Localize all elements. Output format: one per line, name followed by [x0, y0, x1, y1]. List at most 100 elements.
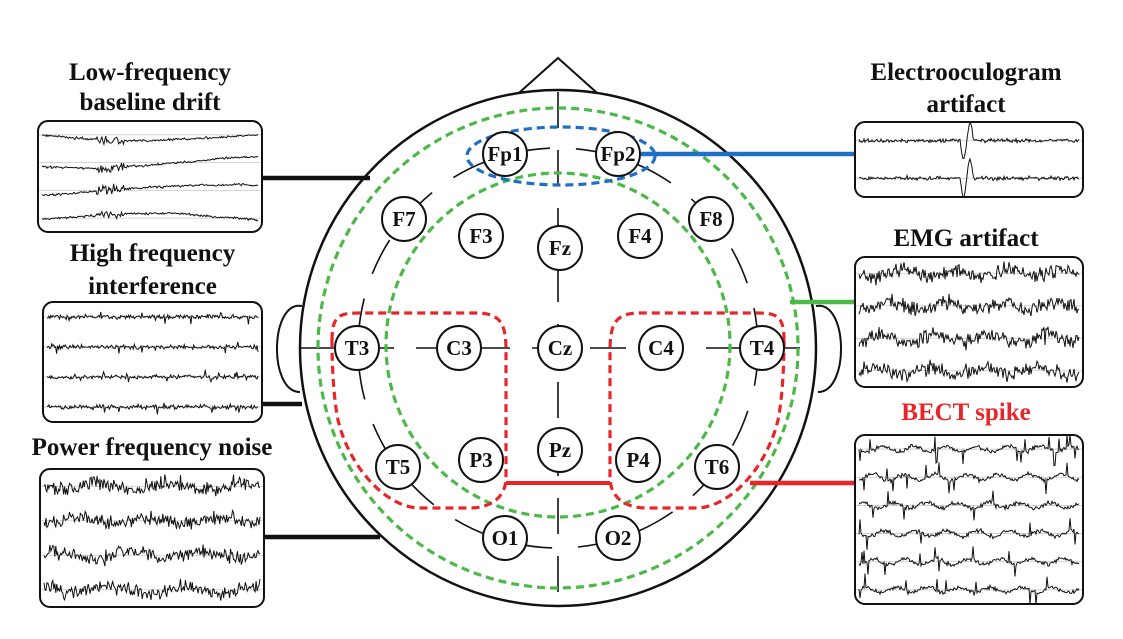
electrode-circle	[694, 444, 740, 490]
signal-trace	[858, 435, 1080, 467]
signal-trace	[46, 369, 259, 384]
electrode-f8: F8	[688, 196, 734, 242]
electrode-c4: C4	[638, 325, 684, 371]
electrode-label: F3	[469, 224, 492, 248]
signal-traces	[40, 474, 264, 602]
panel-title: EMG artifact	[893, 225, 1039, 252]
electrode-f3: F3	[458, 213, 504, 259]
electrode-circle	[482, 131, 528, 177]
electrode-label: F8	[699, 207, 722, 231]
panel-title: artifact	[926, 91, 1006, 118]
electrode-label: T6	[705, 455, 730, 479]
signal-trace	[858, 261, 1080, 286]
panel-frame	[37, 120, 263, 233]
signal-trace	[43, 578, 261, 602]
panel-title: Electrooculogram	[870, 59, 1061, 86]
signal-trace	[43, 509, 261, 531]
electrode-label: Pz	[549, 438, 571, 462]
panel-title: BECT spike	[901, 399, 1030, 426]
right-ear-shape	[815, 304, 842, 393]
signal-trace	[46, 402, 259, 415]
electrode-label: T4	[750, 336, 775, 360]
panel-title: High frequency	[70, 240, 236, 267]
electrode-circle	[595, 515, 641, 561]
signal-traces	[855, 122, 1083, 197]
right-panel-bect	[854, 434, 1084, 605]
electrode-circle	[334, 325, 380, 371]
left-panel-power	[39, 468, 265, 608]
signal-trace	[858, 490, 1080, 521]
electrode-circle	[617, 213, 663, 259]
electrode-t4: T4	[739, 325, 785, 371]
signal-traces	[43, 311, 262, 415]
electrode-f4: F4	[617, 213, 663, 259]
signal-trace	[41, 133, 259, 147]
electrode-circle	[537, 427, 583, 473]
electrode-circle	[739, 325, 785, 371]
right-panel-emg	[854, 256, 1084, 388]
electrode-fp1: Fp1	[482, 131, 528, 177]
electrode-circle	[595, 131, 641, 177]
signal-trace	[41, 210, 259, 222]
left-ear-shape	[276, 304, 303, 393]
electrode-pz: Pz	[537, 427, 583, 473]
signal-trace	[858, 359, 1080, 384]
panel-title: interference	[88, 273, 217, 300]
signal-trace	[46, 341, 259, 354]
electrode-circle	[436, 325, 482, 371]
electrode-t5: T5	[375, 444, 421, 490]
signal-trace	[858, 518, 1080, 550]
signal-trace	[41, 182, 259, 197]
electrode-circle	[458, 437, 504, 483]
signal-trace	[43, 474, 261, 497]
electrode-circle	[537, 325, 583, 371]
signal-trace	[858, 573, 1080, 604]
signal-traces	[855, 435, 1083, 604]
electrode-label: F4	[628, 224, 652, 248]
signal-trace	[858, 546, 1080, 577]
left-panel-drift	[37, 120, 263, 233]
electrode-circle	[688, 196, 734, 242]
electrode-circle	[638, 325, 684, 371]
signal-traces	[38, 133, 262, 222]
bect-region-right	[608, 311, 786, 510]
electrode-label: T5	[386, 455, 411, 479]
electrode-label: Fp1	[487, 142, 522, 166]
signal-trace	[41, 155, 259, 174]
electrode-c3: C3	[436, 325, 482, 371]
panel-frame	[39, 468, 265, 608]
electrode-fz: Fz	[537, 225, 583, 271]
signal-trace	[43, 544, 261, 567]
connector-lines	[262, 151, 855, 540]
electrode-label: C4	[648, 336, 674, 360]
signal-trace	[858, 293, 1080, 317]
electrode-label: O2	[605, 526, 632, 550]
electrode-label: P4	[626, 448, 650, 472]
signal-trace	[46, 311, 259, 325]
electrode-fp2: Fp2	[595, 131, 641, 177]
electrode-o1: O1	[482, 515, 528, 561]
electrode-circle	[381, 196, 427, 242]
electrode-f7: F7	[381, 196, 427, 242]
electrode-label: O1	[492, 526, 519, 550]
electrode-p4: P4	[615, 437, 661, 483]
right-panel-eog	[854, 121, 1084, 198]
electrode-circle	[375, 444, 421, 490]
panel-frame	[854, 256, 1084, 388]
panel-frame	[854, 121, 1084, 198]
panel-title: baseline drift	[80, 89, 222, 116]
bect-region-left	[330, 311, 508, 510]
electrode-p3: P3	[458, 437, 504, 483]
electrode-label: F7	[392, 207, 415, 231]
electrode-circle	[482, 515, 528, 561]
electrode-circle	[615, 437, 661, 483]
electrode-circle	[458, 213, 504, 259]
emg-region-outer	[316, 106, 800, 590]
electrode-label: Fp2	[600, 142, 635, 166]
electrode-cz: Cz	[537, 325, 583, 371]
signal-trace	[858, 157, 1080, 197]
electrode-t3: T3	[334, 325, 380, 371]
